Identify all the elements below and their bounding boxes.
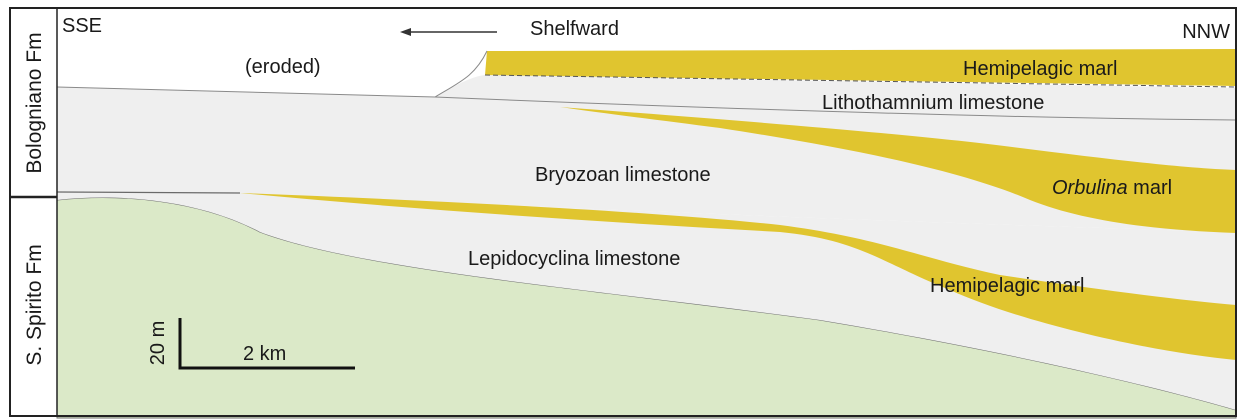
- orbulina-label: Orbulina marl: [1052, 177, 1172, 199]
- orientation-left: SSE: [62, 15, 102, 37]
- scale-bar-vertical-label: 20 m: [147, 321, 169, 365]
- scale-bar-horizontal-label: 2 km: [243, 343, 286, 365]
- shelfward-arrowhead: [400, 28, 411, 36]
- shelfward-label: Shelfward: [530, 18, 619, 40]
- eroded-label: (eroded): [245, 56, 321, 78]
- bryozoan-label: Bryozoan limestone: [535, 164, 711, 186]
- lepidocyclina-label: Lepidocyclina limestone: [468, 248, 680, 270]
- formation-label-lower: S. Spirito Fm: [23, 244, 46, 365]
- orbulina-marl-word: marl: [1128, 177, 1172, 199]
- formation-label-upper: Bologniano Fm: [23, 32, 46, 173]
- orientation-right: NNW: [1182, 21, 1230, 43]
- orbulina-italic: Orbulina: [1052, 177, 1128, 199]
- lithothamnium-label: Lithothamnium limestone: [822, 92, 1044, 114]
- hemipelagic-marl-lower-label: Hemipelagic marl: [930, 275, 1085, 297]
- hemipelagic-marl-upper-label: Hemipelagic marl: [963, 58, 1118, 80]
